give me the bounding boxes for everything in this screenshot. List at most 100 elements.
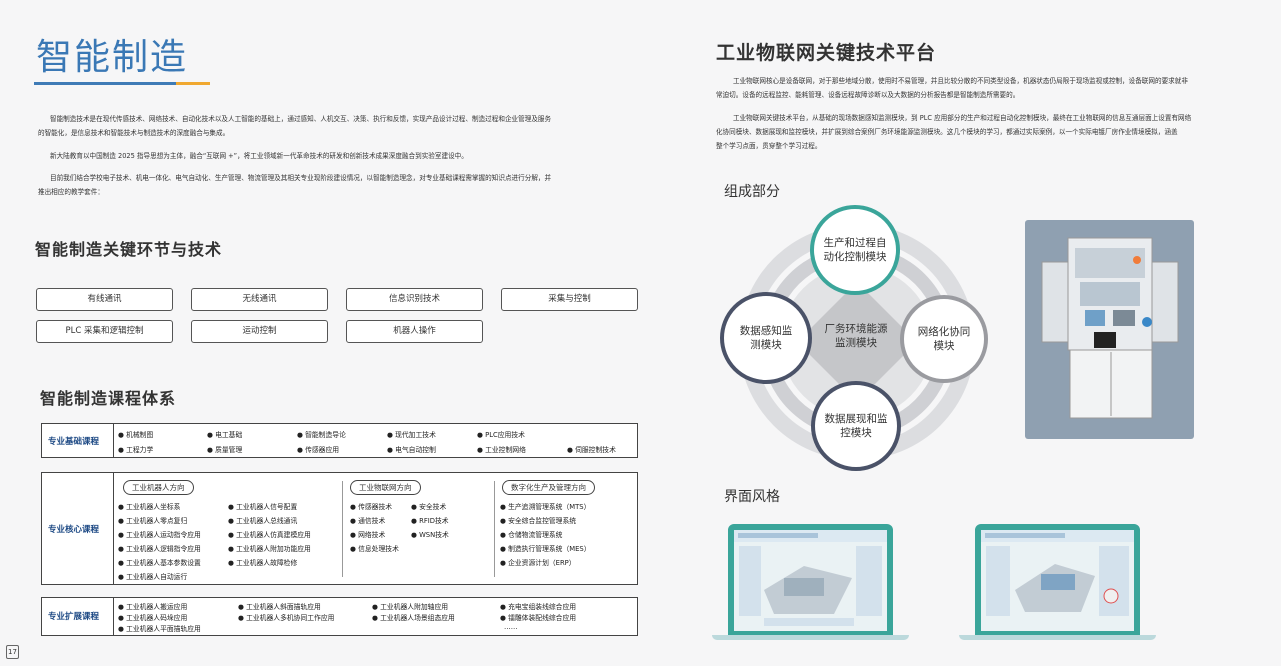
- course-system-title: 智能制造课程体系: [40, 389, 177, 408]
- course-item: ● 工业机器人自动运行: [118, 573, 188, 581]
- title-underline-accent: [176, 82, 210, 85]
- right-title: 工业物联网关键技术平台: [716, 42, 937, 64]
- course-item: ● 传感器应用: [297, 446, 340, 454]
- course-item: ● 工业机器人仿真建模应用: [228, 531, 311, 539]
- laptop-screen-2: [975, 524, 1140, 636]
- module-right-label: 网络化协同模块: [917, 326, 971, 352]
- course-item: ● 质量管理: [207, 446, 243, 454]
- ui-style-title: 界面风格: [724, 489, 780, 505]
- course-item: ● 工程力学: [118, 446, 154, 454]
- module-left: 数据感知监测模块: [720, 292, 812, 384]
- course-item: ● 工业机器人零点复归: [118, 517, 188, 525]
- intro-line-1: 智能制造技术是在现代传感技术、网络技术、自动化技术以及人工智能的基础上，通过感知…: [50, 115, 552, 123]
- divider: [113, 473, 114, 584]
- robot-direction-tag: 工业机器人方向: [123, 480, 194, 495]
- module-bottom-label: 数据展现和监控模块: [824, 413, 888, 439]
- center-module: 厂务环境能源监测模块: [824, 323, 888, 349]
- course-item: ……: [504, 623, 518, 631]
- module-right: 网络化协同模块: [900, 295, 988, 383]
- iot-direction-tag: 工业物联网方向: [350, 480, 421, 495]
- module-left-label: 数据感知监测模块: [739, 325, 793, 351]
- course-item: ● RFID技术: [411, 517, 449, 525]
- ext-courses-box: 专业扩展课程 ● 工业机器人搬运应用 ● 工业机器人码垛应用 ● 工业机器人平面…: [41, 597, 638, 636]
- course-item: ● WSN技术: [411, 531, 449, 539]
- course-item: ● 通信技术: [350, 517, 386, 525]
- course-item: ● 镭雕体装配线综合应用: [500, 614, 577, 622]
- laptop-base-2: [959, 635, 1156, 640]
- course-item: ● 工业机器人附加轴应用: [372, 603, 449, 611]
- center-diamond: [797, 282, 917, 402]
- laptop-base-1: [712, 635, 909, 640]
- course-item: ● 网络技术: [350, 531, 386, 539]
- right-line-2: 常迫切。设备的远程监控、能耗管理、设备远程故障诊断以及大数据的分析报告都是智能制…: [716, 91, 1020, 99]
- components-title: 组成部分: [724, 184, 780, 200]
- course-item: ● 工业机器人运动指令应用: [118, 531, 201, 539]
- intro-line-5: 推出相应的教学套件：: [38, 188, 104, 196]
- course-item: ● 工业机器人斜面描轨应用: [238, 603, 321, 611]
- course-item: ● 伺服控制技术: [567, 446, 616, 454]
- ui-screenshot-1: [734, 530, 887, 626]
- course-item: ● 传感器技术: [350, 503, 393, 511]
- course-item: ● 安全技术: [411, 503, 447, 511]
- course-item: ● 工业机器人附加功能应用: [228, 545, 311, 553]
- ui-screenshot-2: [981, 530, 1134, 616]
- course-item: ● 工业机器人坐标系: [118, 503, 181, 511]
- course-item: ● 工业机器人场景组态应用: [372, 614, 455, 622]
- module-diagram: [739, 224, 975, 460]
- course-item: ● 信息处理技术: [350, 545, 399, 553]
- key-tech-title: 智能制造关键环节与技术: [35, 240, 223, 259]
- equipment-cabinet-image: [1041, 237, 1179, 419]
- course-item: ● 工业控制网络: [477, 446, 526, 454]
- divider: [113, 424, 114, 457]
- course-item: ● 企业资源计划（ERP）: [500, 559, 576, 567]
- course-item: ● 工业机器人码垛应用: [118, 614, 188, 622]
- key-item-acquisition: 采集与控制: [501, 288, 638, 311]
- course-item: ● 工业机器人总线通讯: [228, 517, 298, 525]
- intro-line-3: 新大陆教育以中国制造 2025 指导思想为主体，融合“互联网 +”，将工业领域新…: [50, 152, 468, 160]
- course-item: ● 现代加工技术: [387, 431, 436, 439]
- key-item-plc: PLC 采集和逻辑控制: [36, 320, 173, 343]
- module-bottom: 数据展现和监控模块: [811, 381, 901, 471]
- key-item-wired: 有线通讯: [36, 288, 173, 311]
- module-top-label: 生产和过程自动化控制模块: [823, 237, 887, 263]
- course-item: ● 电气自动控制: [387, 446, 436, 454]
- key-item-identification: 信息识别技术: [346, 288, 483, 311]
- key-item-robot: 机器人操作: [346, 320, 483, 343]
- course-item: ● 智能制造导论: [297, 431, 346, 439]
- intro-line-4: 目前我们结合学校电子技术、机电一体化、电气自动化、生产管理、物流管理及其相关专业…: [50, 174, 552, 182]
- course-item: ● 安全综合监控管理系统: [500, 517, 577, 525]
- course-item: ● PLC应用技术: [477, 431, 525, 439]
- right-line-3: 工业物联网关键技术平台，从基础的现场数据感知监测模块，到 PLC 应用部分的生产…: [733, 114, 1192, 122]
- divider: [494, 481, 495, 577]
- page-number: 17: [6, 645, 19, 659]
- right-line-5: 整个学习点面，贯穿整个学习过程。: [716, 142, 822, 150]
- intro-line-2: 的智能化，是信息技术和智能技术与制造技术的深度融合与集成。: [38, 129, 230, 137]
- basic-courses-label: 专业基础课程: [48, 437, 100, 447]
- course-item: ● 工业机器人逻辑指令应用: [118, 545, 201, 553]
- laptop-screen-1: [728, 524, 893, 636]
- module-top: 生产和过程自动化控制模块: [810, 205, 900, 295]
- divider: [342, 481, 343, 577]
- course-item: ● 工业机器人平面描轨应用: [118, 625, 201, 633]
- core-courses-label: 专业核心课程: [48, 525, 100, 535]
- course-item: ● 仓储物流管理系统: [500, 531, 563, 539]
- basic-courses-box: 专业基础课程 ● 机械制图 ● 电工基础 ● 智能制造导论 ● 现代加工技术 ●…: [41, 423, 638, 458]
- core-courses-box: 专业核心课程 工业机器人方向 工业物联网方向 数字化生产及管理方向 ● 工业机器…: [41, 472, 638, 585]
- course-item: ● 生产追溯管理系统（MTS）: [500, 503, 591, 511]
- course-item: ● 制造执行管理系统（MES）: [500, 545, 591, 553]
- course-item: ● 工业机器人搬运应用: [118, 603, 188, 611]
- right-line-1: 工业物联网核心是设备联网，对于那些地域分散，使用时不易管理，并且比较分散的不同类…: [733, 77, 1188, 85]
- course-item: ● 电工基础: [207, 431, 243, 439]
- course-item: ● 工业机器人故障检修: [228, 559, 298, 567]
- course-item: ● 工业机器人基本参数设置: [118, 559, 201, 567]
- course-item: ● 充电宝组装线综合应用: [500, 603, 577, 611]
- digital-direction-tag: 数字化生产及管理方向: [502, 480, 595, 495]
- title-underline: [34, 82, 210, 85]
- course-item: ● 工业机器人信号配置: [228, 503, 298, 511]
- equipment-photo: [1025, 220, 1194, 439]
- divider: [113, 598, 114, 635]
- key-item-motion: 运动控制: [191, 320, 328, 343]
- right-line-4: 化协同模块、数据展现和监控模块，并扩展到综合案例厂务环境能源监测模块。这几个模块…: [716, 128, 1178, 136]
- page-title: 智能制造: [36, 37, 189, 78]
- key-item-wireless: 无线通讯: [191, 288, 328, 311]
